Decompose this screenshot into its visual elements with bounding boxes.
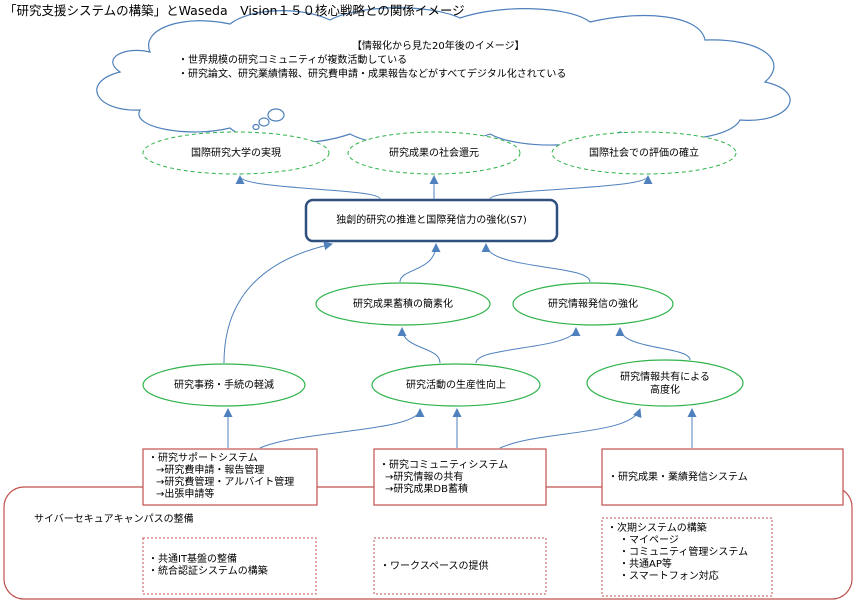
- lower-sharing-ellipse: [586, 359, 744, 407]
- arrow-community-to-sharing: [499, 408, 642, 449]
- next-item: ・スマートフォン対応: [619, 571, 719, 582]
- goal-evaluation: [551, 131, 737, 175]
- next-system-title: ・次期システムの構築: [607, 523, 707, 534]
- results-system-text: ・研究成果・業績発信システム: [608, 472, 748, 483]
- results-system-box: [601, 448, 844, 506]
- goal-international-university: [142, 131, 330, 175]
- support-system-text: ・研究サポートシステム →研究費申請・報告管理 →研究費管理・アルバイト管理 →…: [148, 453, 294, 501]
- arrow-productivity-to-accumulation: [397, 327, 441, 364]
- core-strategy-box: [304, 198, 559, 243]
- arrow-support-to-productivity: [259, 408, 425, 449]
- community-item: →研究情報の共有: [385, 472, 464, 483]
- next-system-text: ・次期システムの構築 ・マイページ ・コミュニティ管理システム ・共通AP等 ・…: [607, 523, 748, 583]
- arrow-core-to-goal-right: [489, 175, 653, 200]
- infra-box: [142, 537, 317, 595]
- lower-sharing-label-1: 研究情報共有による: [620, 372, 710, 383]
- next-item: ・コミュニティ管理システム: [619, 547, 749, 558]
- support-system-box: [142, 448, 318, 506]
- next-item: ・マイページ: [619, 535, 679, 546]
- community-system-title: ・研究コミュニティシステム: [379, 460, 509, 471]
- campus-label: サイバーセキュアキャンパスの整備: [34, 514, 194, 525]
- cloud-text: 【情報化から見た20年後のイメージ】 ・世界規模の研究コミュニティが複数活動して…: [178, 40, 566, 82]
- lower-reduce-burden-ellipse: [142, 363, 306, 407]
- goal-social-return: [347, 131, 521, 175]
- cloud-line-2: ・研究論文、研究業績情報、研究費申請・成果報告などがすべてデジタル化されている: [178, 69, 567, 80]
- arrow-productivity-to-dissemination: [475, 327, 581, 364]
- support-item: →研究費申請・報告管理: [156, 465, 265, 476]
- mid-accumulation-ellipse: [315, 282, 491, 326]
- mid-dissemination-label: 研究情報発信の強化: [548, 299, 638, 310]
- lower-productivity-label: 研究活動の生産性向上: [406, 380, 506, 391]
- infra-text: ・共通IT基盤の整備 ・統合認証システムの構築: [148, 554, 268, 578]
- arrow-reduce-burden-to-core: [223, 241, 333, 364]
- infra-item: ・共通IT基盤の整備: [148, 554, 238, 565]
- next-system-box: [601, 517, 773, 597]
- arrow-accumulation-to-core: [399, 243, 441, 283]
- support-item: →研究費管理・アルバイト管理: [156, 477, 295, 488]
- arrow-sharing-to-dissemination: [615, 327, 691, 361]
- connector-arrows: [223, 175, 697, 449]
- workspace-text: ・ワークスペースの提供: [380, 561, 489, 572]
- support-item: →出張申請等: [156, 489, 215, 500]
- lower-reduce-burden-label: 研究事務・手続の軽減: [174, 380, 274, 391]
- arrow-core-to-goal-left: [235, 175, 381, 200]
- goal-international-university-label: 国際研究大学の実現: [191, 148, 281, 159]
- vision-cloud: [96, 7, 791, 147]
- mid-dissemination-ellipse: [512, 282, 674, 326]
- cloud-line-1: ・世界規模の研究コミュニティが複数活動している: [178, 55, 408, 66]
- next-item: ・共通AP等: [619, 559, 672, 570]
- workspace-box: [373, 537, 547, 595]
- community-system-box: [373, 448, 547, 506]
- community-item: →研究成果DB蓄積: [385, 484, 468, 495]
- core-strategy-label: 独創的研究の推進と国際発信力の強化(S7): [336, 215, 527, 226]
- cloud-heading: 【情報化から見た20年後のイメージ】: [352, 41, 525, 52]
- goal-evaluation-label: 国際社会での評価の確立: [589, 148, 699, 159]
- support-system-title: ・研究サポートシステム: [148, 453, 258, 464]
- community-system-text: ・研究コミュニティシステム →研究情報の共有 →研究成果DB蓄積: [379, 460, 508, 496]
- arrow-dissemination-to-core: [481, 243, 591, 283]
- mid-accumulation-label: 研究成果蓄積の簡素化: [353, 299, 453, 310]
- lower-sharing-label-2: 高度化: [650, 385, 680, 396]
- page-title: 「研究支援システムの構築」とWaseda Vision１５０核心戦略との関係イメ…: [4, 3, 465, 18]
- infra-item: ・統合認証システムの構築: [148, 566, 268, 577]
- goal-social-return-label: 研究成果の社会還元: [389, 148, 479, 159]
- lower-productivity-ellipse: [371, 363, 541, 407]
